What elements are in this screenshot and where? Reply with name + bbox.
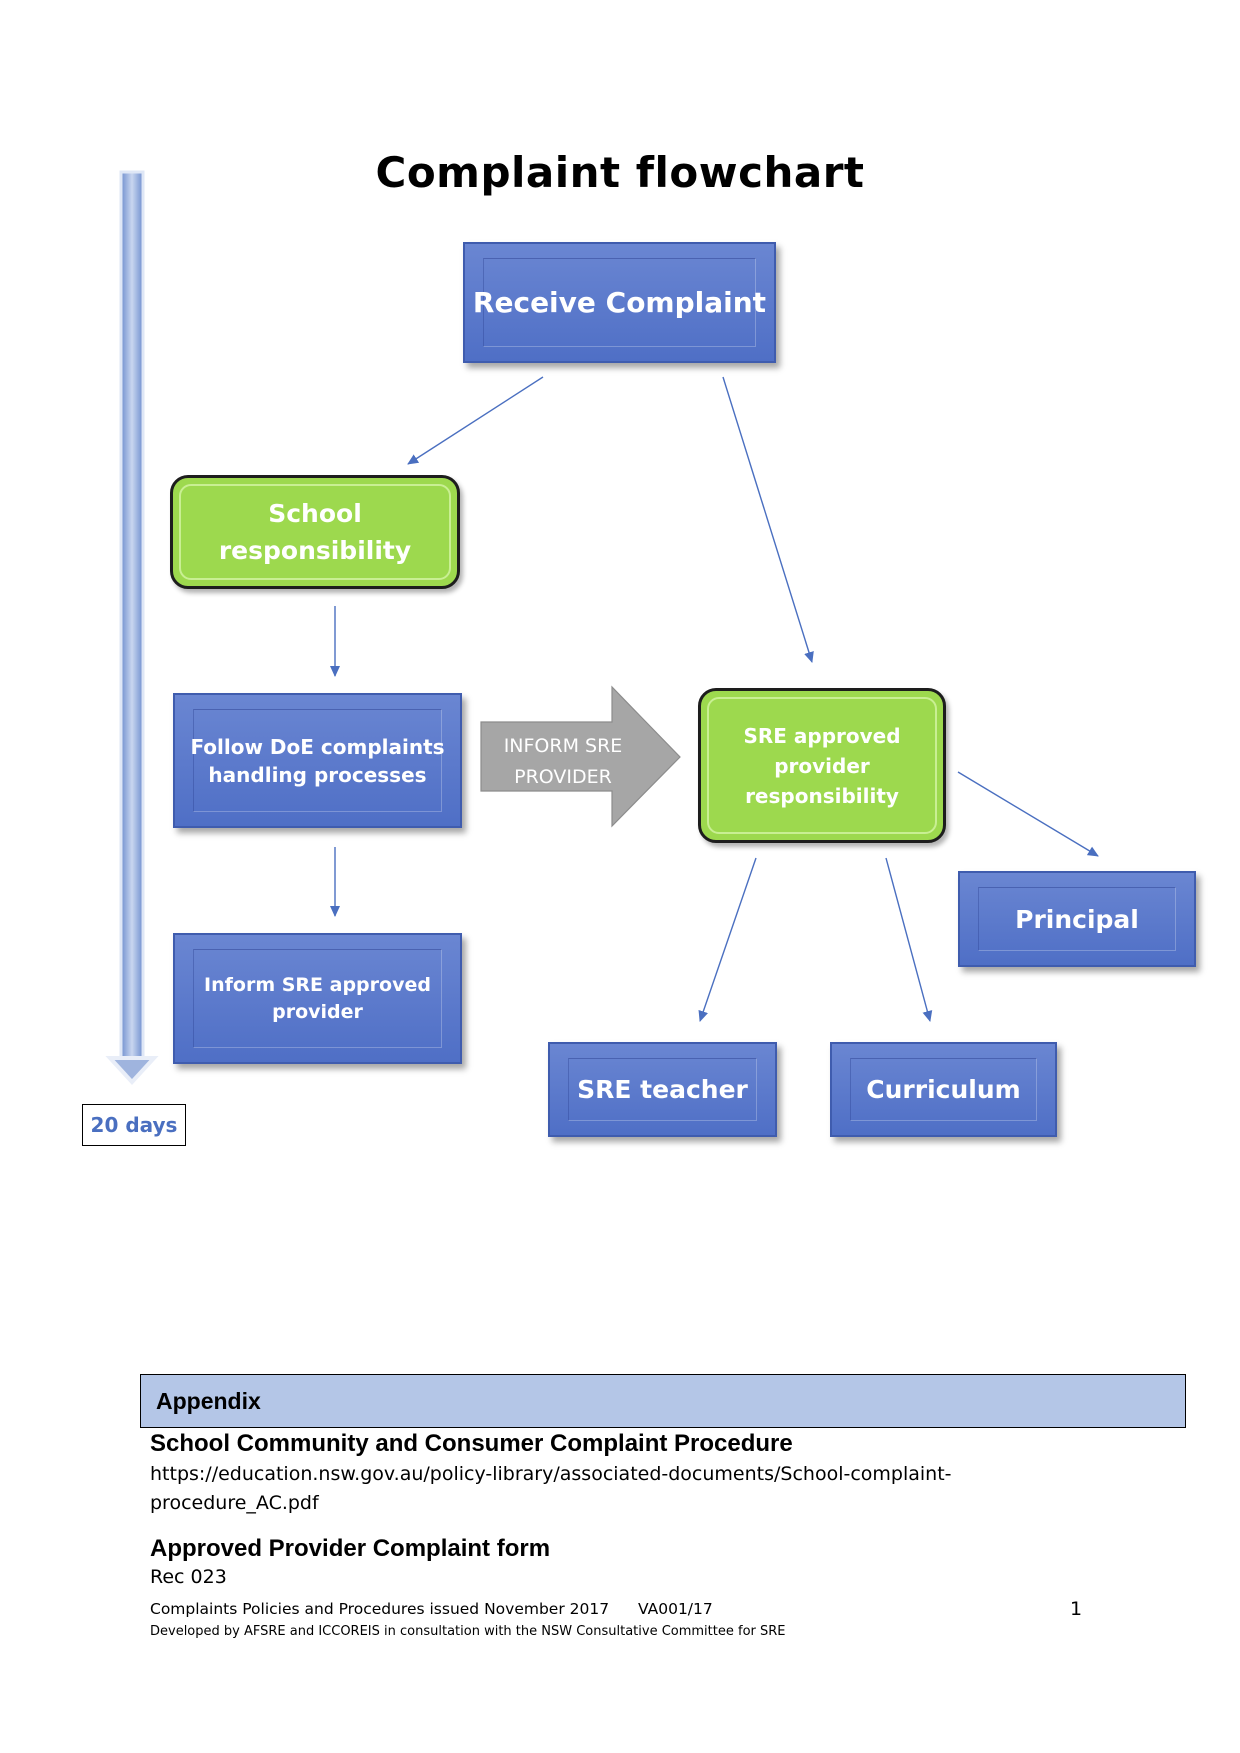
node-provider-line1: SRE approved bbox=[743, 723, 901, 748]
timeline-days-label: 20 days bbox=[82, 1104, 186, 1146]
page-title: Complaint flowchart bbox=[375, 148, 865, 197]
node-school-line2: responsibility bbox=[218, 536, 412, 565]
node-follow-line2: handling processes bbox=[208, 762, 427, 787]
node-inform-line2: provider bbox=[272, 1000, 363, 1023]
node-receive-complaint-label: Receive Complaint bbox=[472, 285, 767, 319]
footer-developed: Developed by AFSRE and ICCOREIS in consu… bbox=[150, 1624, 786, 1639]
node-school-line1: School bbox=[268, 498, 362, 528]
inform-arrow-line1: INFORM SRE bbox=[504, 735, 623, 757]
node-follow-doe: Follow DoE complaints handling processes bbox=[173, 693, 462, 828]
node-curriculum: Curriculum bbox=[830, 1042, 1057, 1137]
arrow-provider-to-curriculum bbox=[885, 857, 933, 1022]
page-number: 1 bbox=[1070, 1598, 1083, 1620]
arrow-provider-to-principal bbox=[957, 771, 1099, 857]
node-inform-sre-provider: Inform SRE approved provider bbox=[173, 933, 462, 1064]
appendix-item2-ref: Rec 023 bbox=[150, 1566, 227, 1588]
node-curriculum-label: Curriculum bbox=[866, 1075, 1021, 1104]
appendix-item1-link[interactable]: https://education.nsw.gov.au/policy-libr… bbox=[150, 1460, 952, 1518]
node-follow-line1: Follow DoE complaints bbox=[190, 734, 445, 759]
appendix-item1-title: School Community and Consumer Complaint … bbox=[150, 1430, 793, 1457]
appendix-item1-link-line2[interactable]: procedure_AC.pdf bbox=[150, 1492, 319, 1514]
node-sre-provider-responsibility: SRE approved provider responsibility bbox=[698, 688, 946, 843]
footer-issued: Complaints Policies and Procedures issue… bbox=[150, 1600, 610, 1618]
node-sre-teacher-label: SRE teacher bbox=[577, 1075, 748, 1104]
appendix-item2-title: Approved Provider Complaint form bbox=[150, 1535, 551, 1562]
appendix-item1-link-line1[interactable]: https://education.nsw.gov.au/policy-libr… bbox=[150, 1463, 952, 1485]
node-principal-label: Principal bbox=[1015, 904, 1139, 934]
inform-sre-provider-arrow: INFORM SRE PROVIDER bbox=[480, 685, 681, 828]
node-sre-teacher: SRE teacher bbox=[548, 1042, 777, 1137]
footer-code: VA001/17 bbox=[638, 1600, 713, 1618]
appendix-heading: Appendix bbox=[140, 1374, 1186, 1428]
arrow-provider-to-teacher bbox=[698, 857, 757, 1022]
arrow-receive-to-school bbox=[407, 376, 544, 465]
node-provider-line2: provider bbox=[774, 753, 870, 778]
arrow-receive-to-provider bbox=[722, 376, 814, 663]
inform-arrow-line2: PROVIDER bbox=[514, 766, 612, 788]
node-inform-line1: Inform SRE approved bbox=[204, 973, 431, 996]
timeline-arrow bbox=[105, 170, 159, 1085]
node-school-responsibility: School responsibility bbox=[170, 475, 460, 589]
node-receive-complaint: Receive Complaint bbox=[463, 242, 776, 363]
node-provider-line3: responsibility bbox=[745, 783, 899, 808]
node-principal: Principal bbox=[958, 871, 1196, 967]
